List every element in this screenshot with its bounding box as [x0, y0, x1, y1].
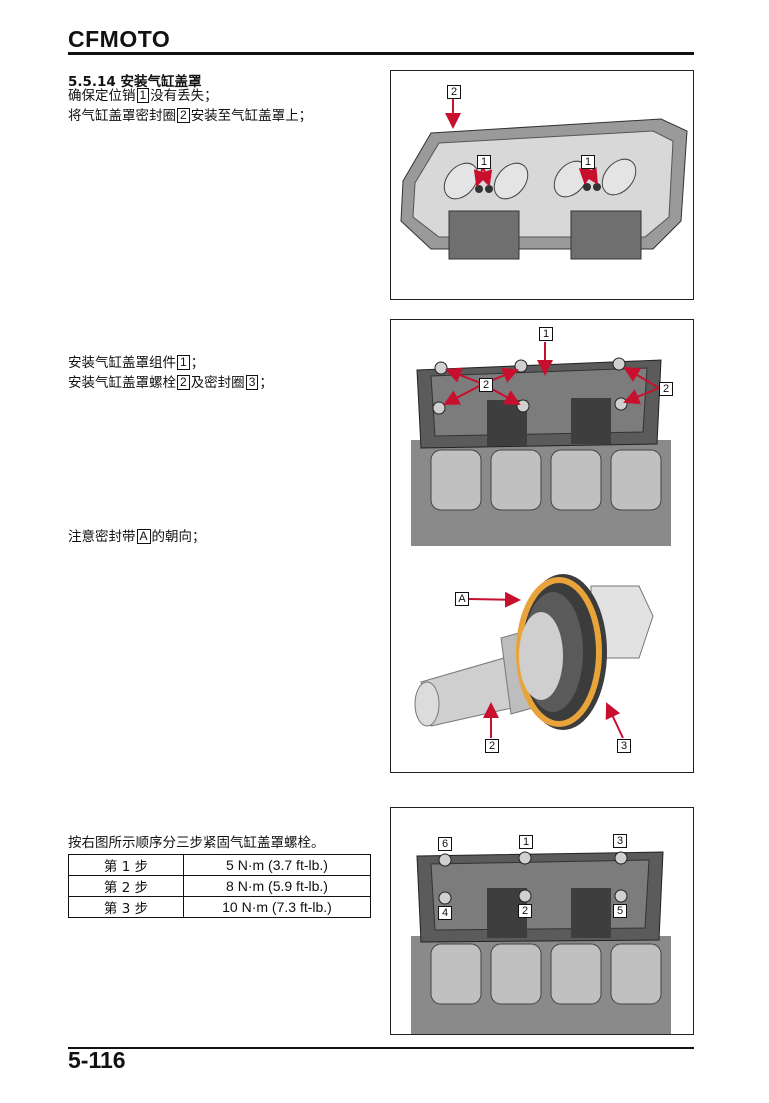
callout-label: 4 — [438, 906, 452, 920]
callout-label: 3 — [617, 739, 631, 753]
instruction-line: 按右图所示顺序分三步紧固气缸盖罩螺栓。 — [68, 835, 325, 851]
callout-label: 1 — [539, 327, 553, 341]
callout-ref: 1 — [136, 88, 150, 103]
table-cell: 第 3 步 — [68, 896, 184, 918]
callout-label: 2 — [485, 739, 499, 753]
callout-ref: 1 — [177, 355, 190, 370]
callout-ref: 2 — [177, 108, 190, 123]
callout-label: 6 — [438, 837, 452, 851]
callout-label: 2 — [447, 85, 461, 99]
callout-label: 5 — [613, 904, 627, 918]
engine-top-illustration — [411, 342, 671, 548]
callout-label: 1 — [519, 835, 533, 849]
figure-cover-installed: 1 2 2 — [390, 319, 694, 549]
header-rule — [68, 52, 694, 55]
table-cell: 5 N·m (3.7 ft-lb.) — [183, 854, 371, 876]
table-cell: 第 2 步 — [68, 875, 184, 897]
callout-ref: 3 — [245, 375, 259, 390]
callout-ref: 2 — [177, 375, 190, 390]
bolt-seal-illustration — [414, 574, 654, 739]
callout-label: 2 — [518, 904, 532, 918]
figure-tightening-sequence: 6 1 3 4 2 5 — [390, 807, 694, 1035]
tightening-sequence-illustration — [411, 851, 671, 1034]
callout-label: 3 — [613, 834, 627, 848]
figure-cover-underside: 2 1 1 — [390, 70, 694, 300]
page-number: 5-116 — [68, 1047, 126, 1073]
callout-ref: A — [136, 529, 151, 544]
brand-logo-text: CFMOTO — [68, 26, 171, 52]
callout-label: 2 — [479, 378, 493, 392]
table-cell: 8 N·m (5.9 ft-lb.) — [183, 875, 371, 897]
figure-bolt-seal: A 2 3 — [390, 546, 694, 773]
section-heading: 5.5.14 安装气缸盖罩 — [68, 74, 202, 90]
table-cell: 10 N·m (7.3 ft-lb.) — [183, 896, 371, 918]
cover-underside-illustration — [400, 97, 688, 260]
callout-label: 1 — [477, 155, 491, 169]
table-cell: 第 1 步 — [68, 854, 184, 876]
callout-label: 2 — [659, 382, 673, 396]
callout-label: A — [455, 592, 469, 606]
callout-label: 1 — [581, 155, 595, 169]
footer-rule — [68, 1047, 694, 1049]
